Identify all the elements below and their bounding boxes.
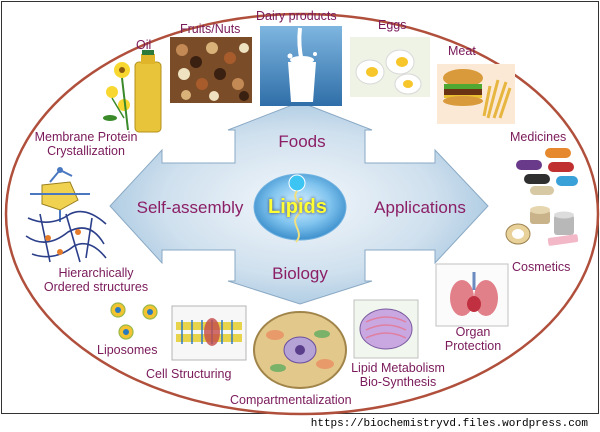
compartmentalization-label: Compartmentalization xyxy=(230,393,352,407)
lipid-line2: Bio-Synthesis xyxy=(359,375,437,389)
lipid-line1: Lipid Metabolism xyxy=(351,361,445,375)
eggs-label: Eggs xyxy=(378,18,407,32)
membrane-line2: Crystallization xyxy=(47,144,125,158)
fruits-nuts-image xyxy=(170,37,252,103)
meat-image xyxy=(437,64,515,124)
organ-line2: Protection xyxy=(444,339,502,353)
lipid-tail-icon xyxy=(294,190,301,243)
applications-label: Applications xyxy=(374,198,466,217)
liposomes-label: Liposomes xyxy=(97,343,158,357)
cell-membrane-image xyxy=(171,305,247,361)
foods-label: Foods xyxy=(278,132,326,151)
cell-structuring-label: Cell Structuring xyxy=(146,367,232,381)
source-url[interactable]: https://biochemistryvd.files.wordpress.c… xyxy=(310,418,588,430)
cosmetics-label: Cosmetics xyxy=(512,260,571,274)
hierarchical-structures-image xyxy=(25,210,107,263)
cosmetics-image xyxy=(505,206,579,246)
lipids-center-label: Lipids xyxy=(268,196,327,218)
cell-image xyxy=(253,311,347,389)
meat-label: Meat xyxy=(448,44,476,58)
lipid-head-icon xyxy=(288,174,306,192)
medicines-image xyxy=(516,148,578,195)
fruits-nuts-label: Fruits/Nuts xyxy=(180,22,241,36)
membrane-line1: Membrane Protein xyxy=(34,130,138,144)
hierarchical-label: Hierarchically Ordered structures xyxy=(38,266,154,294)
organ-protection-label: Organ Protection xyxy=(436,325,510,353)
hier-line2: Ordered structures xyxy=(43,280,149,294)
dairy-label: Dairy products xyxy=(256,9,337,23)
hier-line1: Hierarchically xyxy=(58,266,134,280)
liposomes-image xyxy=(110,302,158,340)
membrane-protein-image xyxy=(30,167,90,222)
oil-image xyxy=(103,50,162,133)
organ-protection-image xyxy=(435,263,509,327)
biology-label: Biology xyxy=(272,264,328,283)
organ-line1: Organ xyxy=(455,325,491,339)
medicines-label: Medicines xyxy=(510,130,567,144)
eggs-image xyxy=(350,37,430,97)
membrane-protein-label: Membrane Protein Crystallization xyxy=(28,130,144,158)
lipid-metabolism-image xyxy=(353,299,419,359)
lipid-metabolism-label: Lipid Metabolism Bio-Synthesis xyxy=(342,361,454,389)
dairy-image xyxy=(260,26,342,106)
self-assembly-label: Self-assembly xyxy=(136,198,244,217)
oil-label: Oil xyxy=(136,38,152,52)
